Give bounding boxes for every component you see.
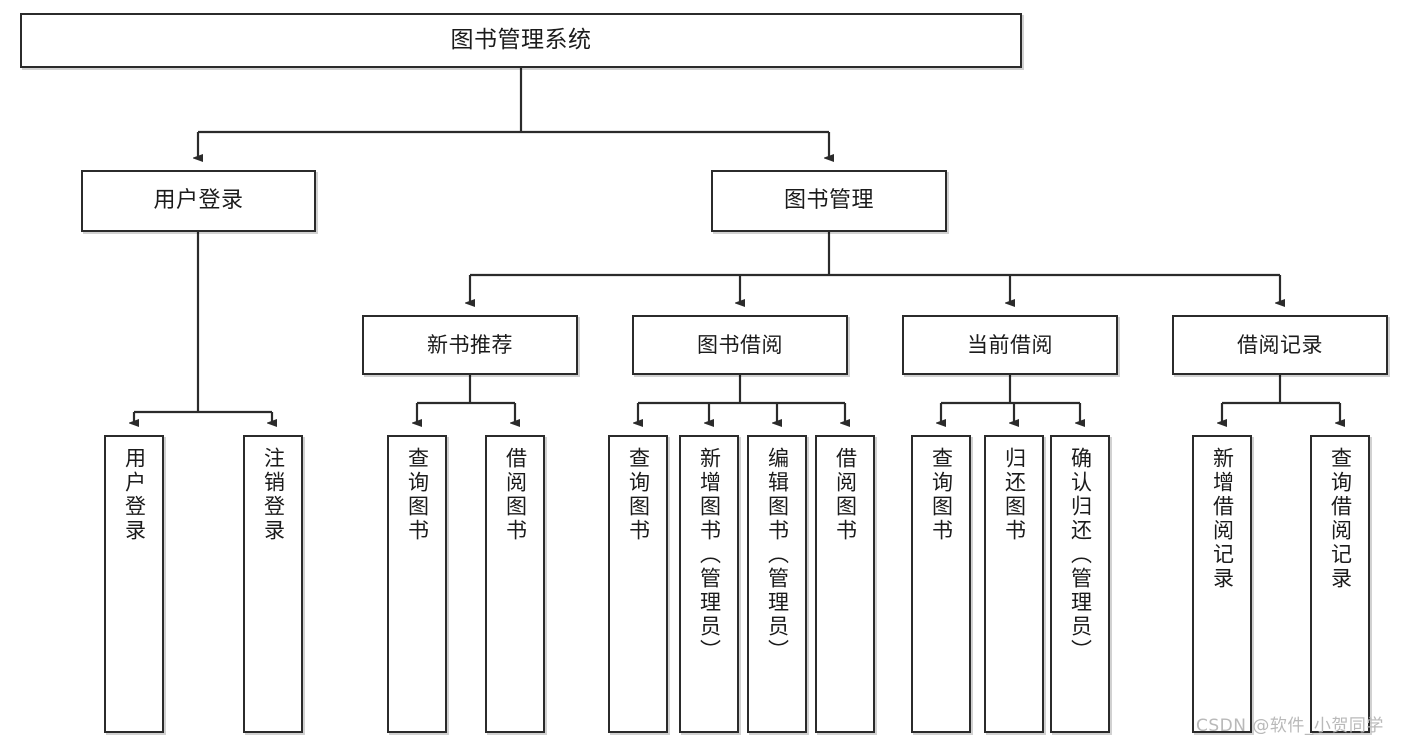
leaf-label: 用户登录 [122, 447, 147, 543]
node-book-borrow-label: 图书借阅 [697, 332, 783, 357]
leaf-add-borrow-record[interactable]: 新增借阅记录 [1192, 435, 1252, 733]
leaf-add-book-admin[interactable]: 新增图书（管理员） [679, 435, 739, 733]
node-current-borrow[interactable]: 当前借阅 [902, 315, 1118, 375]
leaf-borrow-book-recommend[interactable]: 借阅图书 [485, 435, 545, 733]
leaf-label: 新增借阅记录 [1210, 447, 1235, 591]
node-book-management[interactable]: 图书管理 [711, 170, 947, 232]
node-new-book-recommend[interactable]: 新书推荐 [362, 315, 578, 375]
leaf-query-book-borrow[interactable]: 查询图书 [608, 435, 668, 733]
node-borrow-record-label: 借阅记录 [1237, 332, 1323, 357]
node-user-login[interactable]: 用户登录 [81, 170, 316, 232]
leaf-label: 新增图书（管理员） [697, 447, 722, 663]
node-book-borrow[interactable]: 图书借阅 [632, 315, 848, 375]
leaf-query-borrow-record[interactable]: 查询借阅记录 [1310, 435, 1370, 733]
node-book-management-label: 图书管理 [783, 188, 874, 214]
leaf-user-login[interactable]: 用户登录 [104, 435, 164, 733]
leaf-label: 查询图书 [929, 447, 954, 543]
leaf-label: 借阅图书 [833, 447, 858, 543]
leaf-query-book-current[interactable]: 查询图书 [911, 435, 971, 733]
leaf-label: 查询图书 [405, 447, 430, 543]
node-root-label: 图书管理系统 [450, 26, 592, 53]
leaf-edit-book-admin[interactable]: 编辑图书（管理员） [747, 435, 807, 733]
leaf-label: 查询图书 [626, 447, 651, 543]
node-user-login-label: 用户登录 [153, 188, 244, 214]
leaf-logout[interactable]: 注销登录 [243, 435, 303, 733]
leaf-label: 注销登录 [261, 447, 286, 543]
leaf-query-book-recommend[interactable]: 查询图书 [387, 435, 447, 733]
leaf-return-book[interactable]: 归还图书 [984, 435, 1044, 733]
leaf-label: 借阅图书 [503, 447, 528, 543]
leaf-confirm-return-admin[interactable]: 确认归还（管理员） [1050, 435, 1110, 733]
node-borrow-record[interactable]: 借阅记录 [1172, 315, 1388, 375]
leaf-borrow-book[interactable]: 借阅图书 [815, 435, 875, 733]
node-new-book-recommend-label: 新书推荐 [427, 332, 513, 357]
leaf-label: 确认归还（管理员） [1068, 447, 1093, 663]
node-current-borrow-label: 当前借阅 [967, 332, 1053, 357]
node-root[interactable]: 图书管理系统 [20, 13, 1022, 68]
leaf-label: 归还图书 [1002, 447, 1027, 543]
leaf-label: 查询借阅记录 [1328, 447, 1353, 591]
watermark-text: CSDN @软件_小贺同学 [1196, 716, 1384, 736]
leaf-label: 编辑图书（管理员） [765, 447, 790, 663]
